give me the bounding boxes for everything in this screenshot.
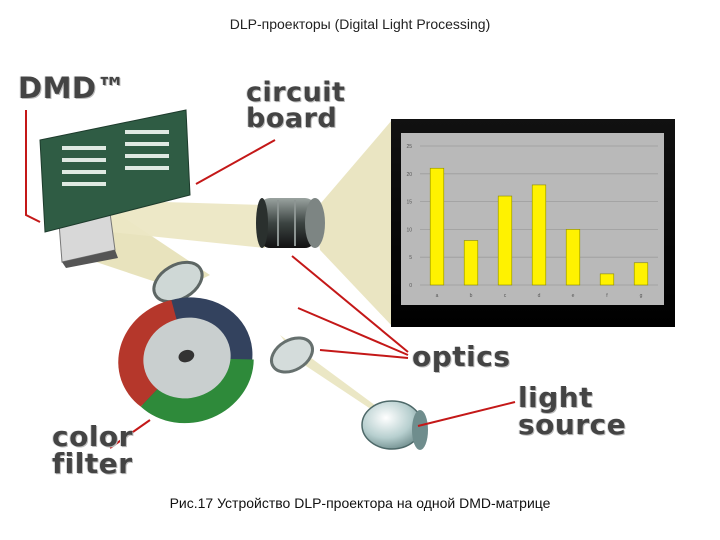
beam-dmd-to-lens	[90, 200, 265, 248]
pointer-optics-upper	[297, 307, 409, 356]
x-tick-label: c	[504, 293, 507, 299]
label-circuit-line1: circuit	[246, 77, 346, 108]
condenser-lens-upper	[152, 260, 204, 304]
label-light-line2: source	[518, 407, 627, 441]
x-tick-label: g	[640, 293, 643, 299]
condenser-lens-lower	[270, 336, 314, 374]
page-title: DLP-проекторы (Digital Light Processing)	[229, 16, 491, 32]
label-light-source: light source	[518, 381, 627, 441]
y-tick-label: 25	[406, 144, 412, 150]
label-color-line2: filter	[52, 446, 133, 480]
bar-c	[497, 195, 513, 286]
pointer-dmd	[25, 110, 41, 223]
projection-screen: 0 5 10 15 20 25 a b c d e f g	[391, 119, 675, 327]
y-tick-label: 5	[409, 255, 412, 261]
beam-lens-to-screen	[315, 120, 392, 326]
bar-chart: 0 5 10 15 20 25 a b c d e f g	[406, 144, 658, 299]
figure-caption: Рис.17 Устройство DLP-проектора на одной…	[169, 495, 551, 511]
y-tick-label: 15	[406, 200, 412, 206]
pointer-circuit-board	[195, 139, 276, 185]
pointer-light-source	[417, 401, 516, 427]
pointer-optics-lens	[291, 255, 409, 353]
label-color-filter: color filter	[52, 420, 133, 480]
bar-b	[463, 240, 479, 286]
color-filter-wheel	[118, 297, 254, 424]
x-tick-label: a	[436, 293, 439, 299]
pointer-optics-lower	[319, 349, 409, 359]
bar-f	[599, 273, 615, 286]
circuit-board	[39, 109, 191, 233]
x-tick-label: f	[606, 293, 608, 299]
bar-a	[429, 167, 445, 286]
y-tick-label: 10	[406, 227, 412, 233]
y-tick-label: 0	[409, 283, 412, 289]
label-circuit-board: circuit board	[246, 77, 346, 134]
x-tick-label: e	[572, 293, 575, 299]
bar-e	[565, 229, 581, 286]
label-light-line1: light	[518, 381, 594, 414]
label-optics: optics	[412, 340, 511, 373]
bar-g	[633, 262, 649, 286]
label-dmd: DMD™	[18, 71, 127, 105]
label-circuit-line2: board	[246, 102, 338, 134]
label-color-line1: color	[52, 420, 133, 453]
y-tick-label: 20	[406, 172, 412, 178]
bar-d	[531, 184, 547, 286]
x-tick-label: d	[538, 293, 541, 299]
x-tick-label: b	[470, 293, 473, 299]
projection-lens	[256, 198, 325, 248]
pointer-lines	[25, 110, 516, 449]
pointer-color-filter	[109, 419, 151, 449]
